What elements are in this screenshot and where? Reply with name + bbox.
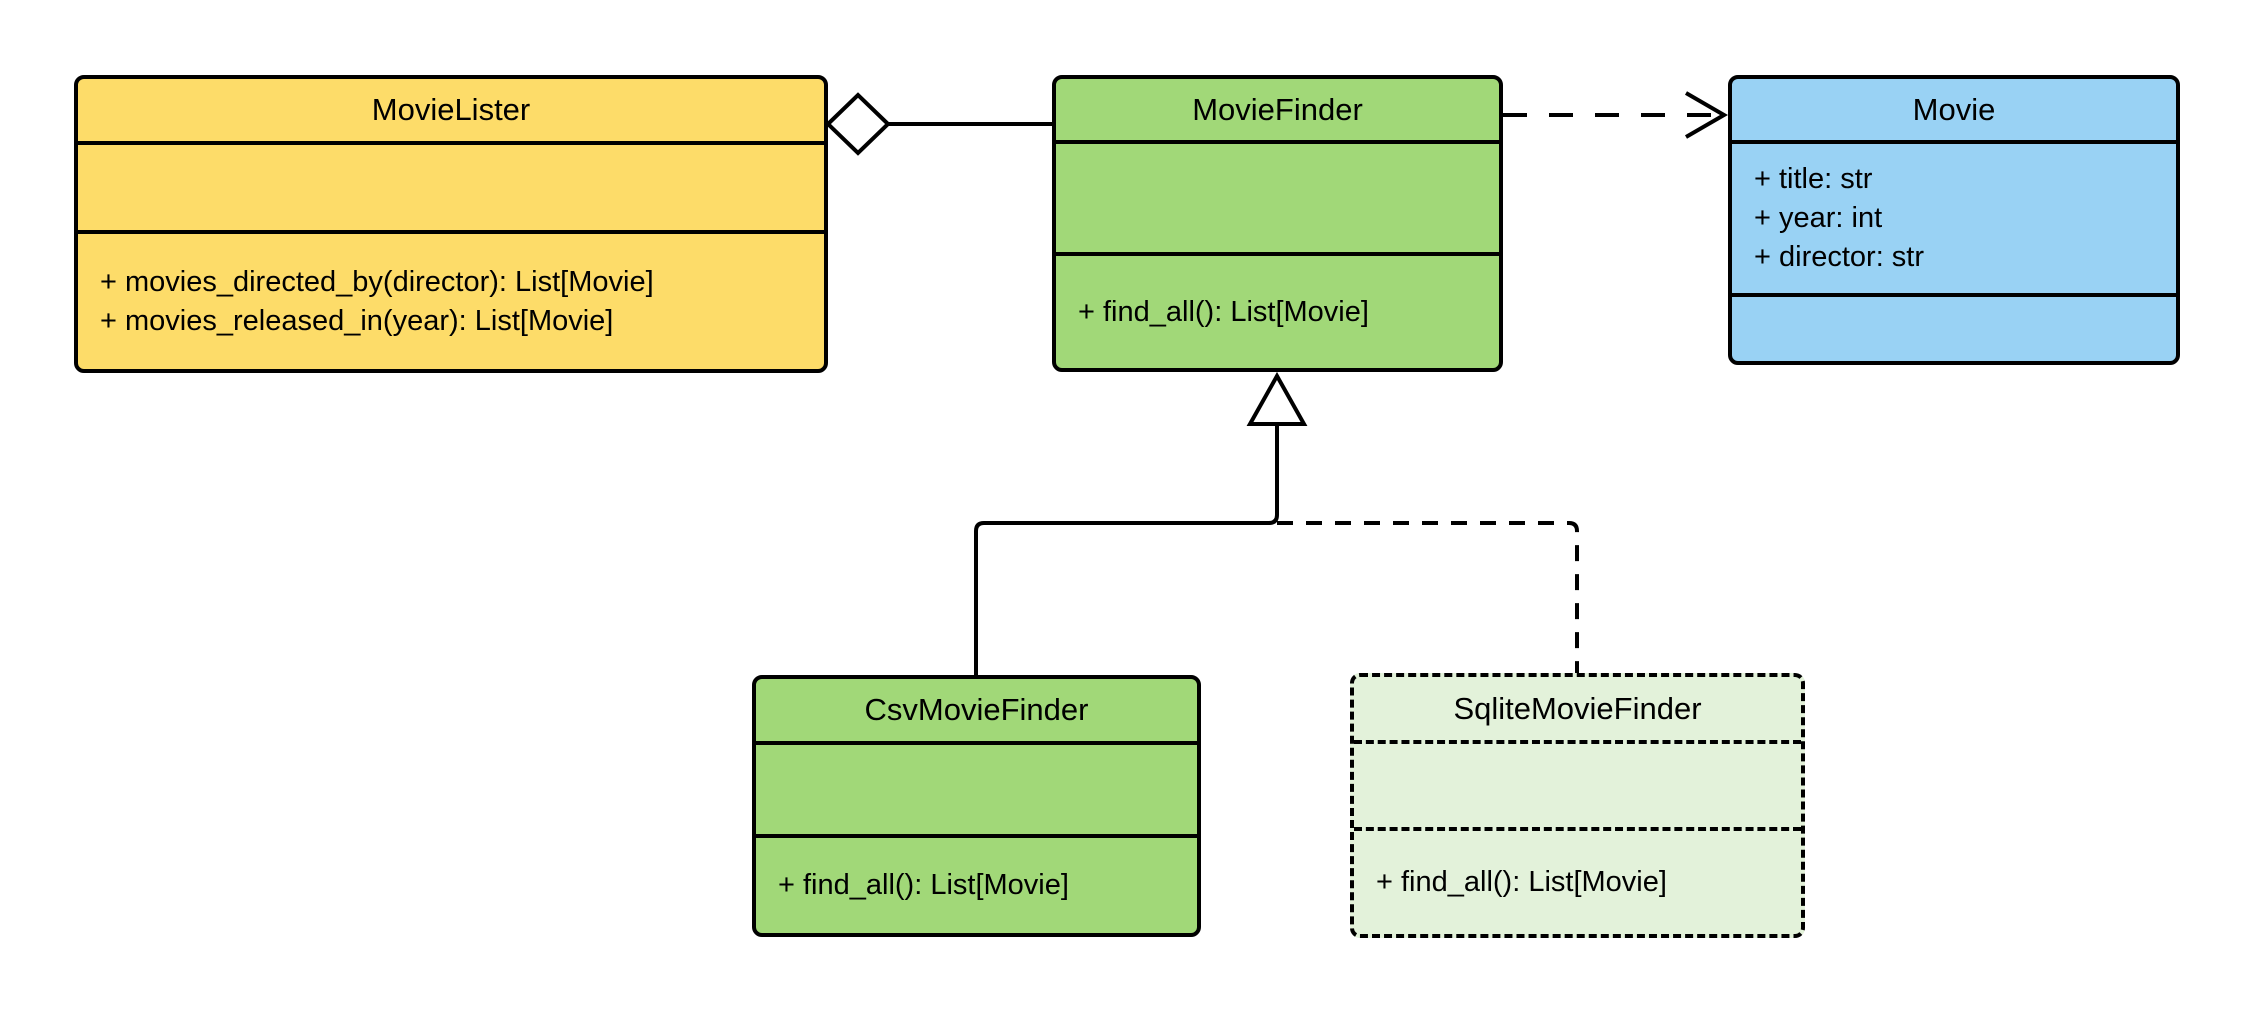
method-line: + find_all(): List[Movie] [1376, 866, 1667, 898]
class-title: MovieFinder [1056, 79, 1499, 144]
class-movie: Movie + title: str + year: int + directo… [1728, 75, 2180, 365]
method-line: + movies_directed_by(director): List[Mov… [100, 265, 654, 298]
class-sqlitemoviefinder: SqliteMovieFinder + find_all(): List[Mov… [1350, 673, 1805, 938]
class-title: Movie [1732, 79, 2176, 144]
class-methods-empty [1732, 297, 2176, 361]
class-methods: + find_all(): List[Movie] [1354, 831, 1801, 934]
method-line: + find_all(): List[Movie] [778, 869, 1069, 901]
method-line: + find_all(): List[Movie] [1078, 295, 1369, 328]
generalization-solid-line [974, 424, 1279, 675]
generalization-connector-csvmoviefinder [974, 371, 1308, 675]
method-line: + movies_released_in(year): List[Movie] [100, 304, 614, 337]
generalization-dashed-line [1277, 521, 1579, 673]
class-attributes-empty [1354, 744, 1801, 831]
class-title: CsvMovieFinder [756, 679, 1197, 745]
class-methods: + find_all(): List[Movie] [756, 838, 1197, 933]
generalization-triangle-icon [1246, 371, 1308, 426]
class-attributes-empty [1056, 144, 1499, 256]
aggregation-diamond-icon [825, 92, 891, 156]
class-attributes: + title: str + year: int + director: str [1732, 144, 2176, 297]
class-attributes-empty [756, 745, 1197, 838]
class-csvmoviefinder: CsvMovieFinder + find_all(): List[Movie] [752, 675, 1201, 937]
attribute-line: + director: str [1754, 241, 1925, 273]
class-title: MovieLister [78, 79, 824, 145]
class-title: SqliteMovieFinder [1354, 677, 1801, 744]
class-moviefinder: MovieFinder + find_all(): List[Movie] [1052, 75, 1503, 372]
dependency-connector-moviefinder-movie [1503, 91, 1728, 139]
attribute-line: + year: int [1754, 202, 1883, 234]
class-movielister: MovieLister + movies_directed_by(directo… [74, 75, 828, 373]
class-methods: + find_all(): List[Movie] [1056, 256, 1499, 368]
attribute-line: + title: str [1754, 163, 1873, 195]
generalization-connector-sqlitemoviefinder [1277, 521, 1579, 673]
dependency-open-arrowhead-icon [1684, 91, 1728, 139]
class-attributes-empty [78, 145, 824, 234]
aggregation-connector-movielister-moviefinder [825, 92, 1052, 156]
class-methods: + movies_directed_by(director): List[Mov… [78, 234, 824, 369]
